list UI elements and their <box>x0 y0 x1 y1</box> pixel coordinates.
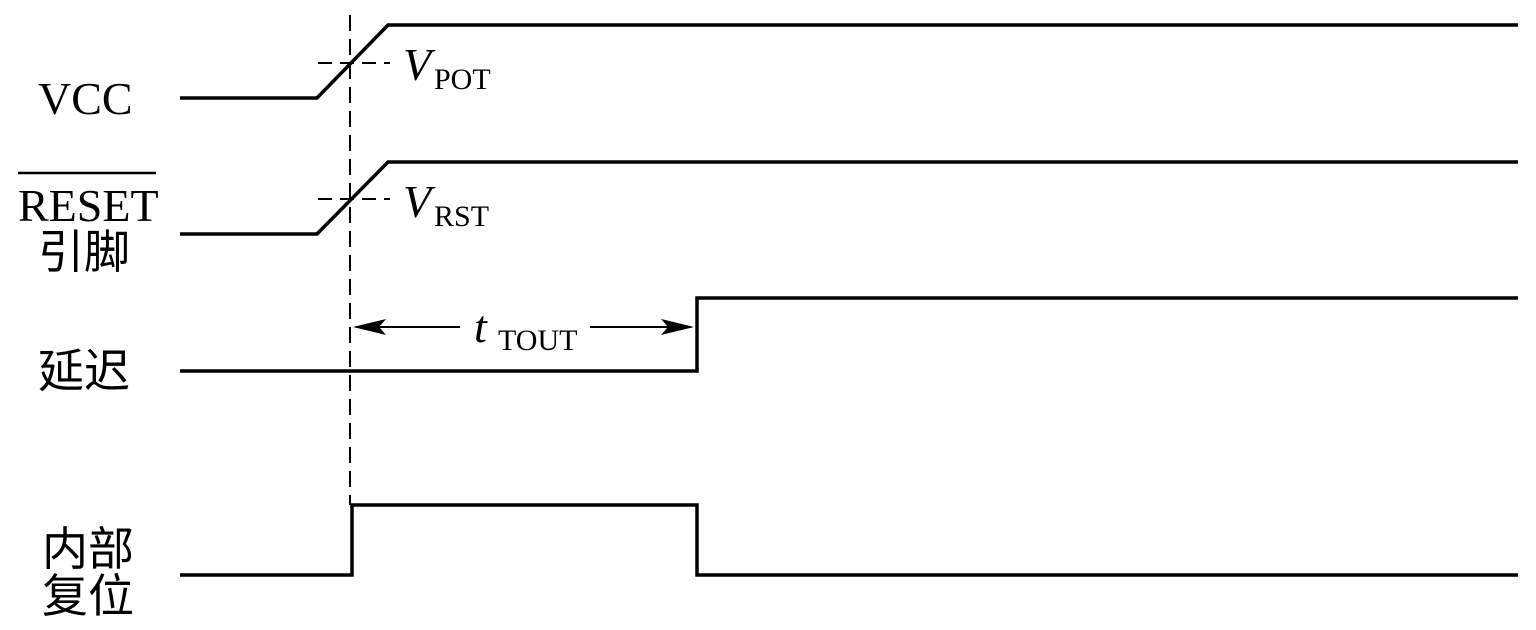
internal-reset-label-line2: 复位 <box>42 571 134 622</box>
vpot-subscript: POT <box>434 63 491 96</box>
delay-label: 延迟 <box>38 346 130 397</box>
internal-reset-waveform <box>180 503 1518 577</box>
vrst-subscript: RST <box>434 200 489 233</box>
reset-pin-label: 引脚 <box>38 227 130 278</box>
vcc-label: VCC <box>38 73 133 124</box>
reset-pin-waveform <box>180 160 1518 236</box>
vrst-symbol: V <box>403 176 436 227</box>
ttout-subscript: TOUT <box>498 324 577 357</box>
vpot-symbol: V <box>403 39 436 90</box>
left-arrowhead-icon <box>353 319 386 335</box>
internal-reset-label-line1: 内部 <box>42 524 134 575</box>
ttout-symbol: t <box>474 301 488 352</box>
reset-label: RESET <box>18 180 159 231</box>
delay-waveform <box>180 296 1518 373</box>
right-arrowhead-icon <box>661 319 694 335</box>
vcc-waveform <box>180 23 1518 100</box>
